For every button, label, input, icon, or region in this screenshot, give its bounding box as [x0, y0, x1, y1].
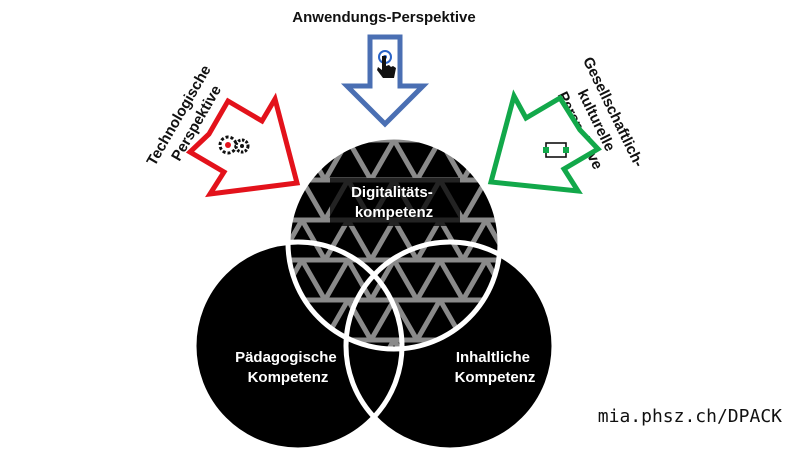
url-label: mia.phsz.ch/DPACK	[598, 406, 782, 427]
circle-top-label: Digitalitäts- kompetenz	[351, 184, 437, 221]
pointer-hand-icon	[377, 50, 396, 78]
gears-icon	[218, 135, 250, 155]
digital-label-backdrop	[330, 178, 460, 226]
circle-left-label: Pädagogische Kompetenz	[235, 349, 341, 386]
circle-right-label: Inhaltliche Kompetenz	[455, 349, 536, 386]
circle-top-line2: kompetenz	[355, 204, 433, 221]
ring-right	[343, 239, 557, 450]
circle-top-line1: Digitalitäts-	[351, 184, 433, 201]
top-perspective-label: Anwendungs-Perspektive	[292, 9, 475, 26]
right-arrow	[487, 89, 602, 195]
top-arrow	[340, 34, 430, 128]
ring-top	[285, 134, 503, 352]
circle-right-line1: Inhaltliche	[456, 349, 530, 366]
circle-left-line1: Pädagogische	[235, 349, 337, 366]
circle-left-line2: Kompetenz	[248, 369, 329, 386]
circle-right-line2: Kompetenz	[455, 369, 536, 386]
ring-left	[191, 239, 405, 450]
cycle-arrows-icon	[543, 142, 569, 158]
